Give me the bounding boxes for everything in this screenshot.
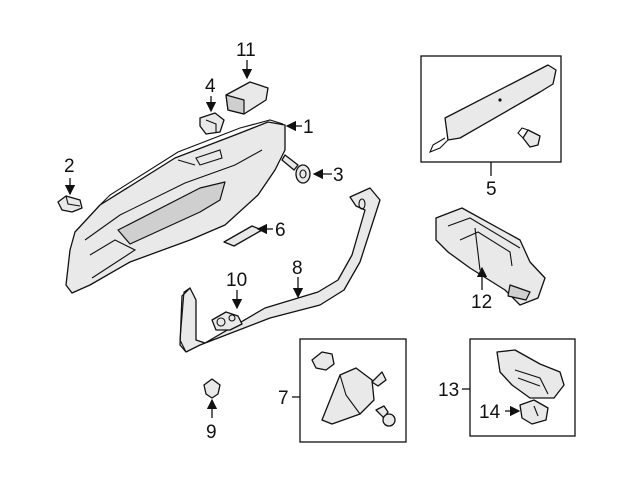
fastener-part-10 bbox=[211, 311, 243, 331]
callout-13: 13 bbox=[438, 380, 459, 401]
callout-3: 3 bbox=[333, 165, 344, 186]
bracket-part-12 bbox=[435, 207, 546, 306]
side-trim-box bbox=[420, 55, 562, 163]
callout-2: 2 bbox=[64, 156, 75, 177]
callout-12: 12 bbox=[471, 292, 492, 313]
callout-4: 4 bbox=[205, 76, 216, 97]
trim-panel-part bbox=[65, 119, 286, 294]
callout-1: 1 bbox=[303, 117, 314, 138]
clip-part-4 bbox=[199, 112, 225, 135]
clip-part-9 bbox=[203, 378, 221, 399]
callout-8: 8 bbox=[292, 258, 303, 279]
callout-9: 9 bbox=[206, 422, 217, 443]
lamp-box bbox=[299, 338, 407, 443]
screw-part-3 bbox=[281, 154, 311, 184]
cover-part-11 bbox=[225, 81, 269, 115]
callout-7: 7 bbox=[278, 388, 289, 409]
callout-14: 14 bbox=[479, 402, 501, 423]
callout-5: 5 bbox=[486, 179, 497, 200]
callout-10: 10 bbox=[226, 270, 247, 291]
pad-part-6 bbox=[223, 225, 263, 247]
callout-11: 11 bbox=[236, 40, 256, 61]
clip-part-2 bbox=[57, 195, 83, 213]
socket-box bbox=[469, 338, 576, 437]
callout-6: 6 bbox=[275, 220, 286, 241]
garnish-part-8 bbox=[179, 187, 381, 353]
